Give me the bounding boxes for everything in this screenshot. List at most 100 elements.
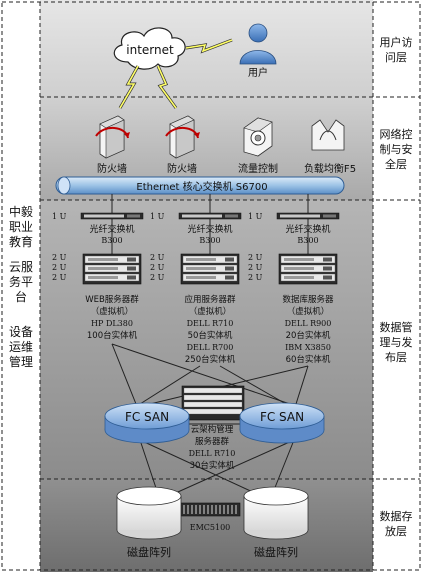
layer-net-line3: 全层 xyxy=(385,157,407,171)
app-group-labels: 应用服务器群 （虚拟机） DELL R710 50台实体机 DELL R700 … xyxy=(184,294,236,365)
left-label-line7: 设备 xyxy=(9,325,33,339)
svg-text:2 U: 2 U xyxy=(150,253,165,262)
user-icon xyxy=(239,23,277,65)
cloud-line4: 30台实体机 xyxy=(190,460,235,471)
firewall-icon xyxy=(95,115,130,159)
left-label-line2: 职业 xyxy=(9,220,33,234)
app-line4: 50台实体机 xyxy=(188,330,233,341)
db-line2: （虚拟机） xyxy=(287,306,330,317)
db-line1: 数据库服务器 xyxy=(282,294,334,305)
lb-label: 负载均衡F5 xyxy=(304,162,356,175)
layer-labels: 用户访 问层 网络控 制与安 全层 数据管 理与发 布层 数据存 放层 xyxy=(380,35,413,538)
traffic-control-icon xyxy=(243,117,273,157)
layer-data-line2: 理与发 xyxy=(380,335,413,349)
cloud-line1: 云架构管理 xyxy=(191,424,234,435)
cloud-line2: 服务器群 xyxy=(195,436,230,447)
fc-san-right xyxy=(239,402,325,444)
fiber2-u: 1 U xyxy=(150,212,165,221)
layer-user-line2: 问层 xyxy=(385,51,407,64)
core-switch xyxy=(55,176,345,195)
app-line5: DELL R700 xyxy=(187,343,234,352)
fiber3-line2: B300 xyxy=(297,236,318,245)
left-label-line5: 务平 xyxy=(9,274,33,289)
db-line6: 60台实体机 xyxy=(286,354,331,365)
svg-text:2 U: 2 U xyxy=(150,273,165,282)
bolt-links xyxy=(118,65,178,109)
san-links xyxy=(111,343,309,501)
left-label-line3: 教育 xyxy=(9,234,33,249)
fiber1-line2: B300 xyxy=(101,236,122,245)
web-line2: （虚拟机） xyxy=(91,306,134,317)
left-label-line1: 中毅 xyxy=(9,204,33,219)
fiber1-u: 1 U xyxy=(52,212,67,221)
fiber-switch-app xyxy=(178,212,242,220)
svg-text:2 U: 2 U xyxy=(150,263,165,272)
cloud-line3: DELL R710 xyxy=(189,449,236,458)
layer-store-line2: 放层 xyxy=(385,524,407,538)
app-line2: （虚拟机） xyxy=(189,306,232,317)
internet-label: internet xyxy=(126,43,174,57)
fc-san-left-label: FC SAN xyxy=(125,410,169,424)
fiber-switch-labels: 1 U 1 U 1 U 光纤交换机 B300 光纤交换机 B300 光纤交换机 … xyxy=(52,212,331,245)
left-label-line4: 云服 xyxy=(9,260,33,274)
db-line5: IBM X3850 xyxy=(285,343,331,352)
fiber3-u: 1 U xyxy=(248,212,263,221)
firewall-icon xyxy=(165,115,200,159)
layer-data-line3: 布层 xyxy=(385,351,407,364)
app-line6: 250台实体机 xyxy=(185,354,236,365)
cloud-group-labels: 云架构管理 服务器群 DELL R710 30台实体机 xyxy=(189,424,236,471)
firewall1-label: 防火墙 xyxy=(97,162,127,175)
internet-cloud-icon xyxy=(113,27,186,70)
db-line3: DELL R900 xyxy=(285,319,332,328)
fc-san-right-label: FC SAN xyxy=(260,410,304,424)
layer-user-line1: 用户访 xyxy=(380,35,413,49)
emc-storage xyxy=(179,502,241,517)
web-line1: WEB服务器群 xyxy=(85,294,139,305)
fiber-switch-web xyxy=(80,212,144,220)
svg-text:2 U: 2 U xyxy=(52,253,67,262)
cloud-server-rack xyxy=(181,385,245,421)
disk-array-left xyxy=(116,486,182,540)
left-label: 中毅 职业 教育 云服 务平 台 设备 运维 管理 xyxy=(9,204,33,369)
svg-text:2 U: 2 U xyxy=(248,273,263,282)
layer-net-line2: 制与安 xyxy=(380,142,413,156)
layer-store-line1: 数据存 xyxy=(380,509,413,523)
disk-array-right xyxy=(243,486,309,540)
db-server-rack xyxy=(278,253,338,285)
app-line3: DELL R710 xyxy=(187,319,234,328)
core-links xyxy=(111,194,309,254)
load-balancer-icon xyxy=(311,119,345,151)
svg-text:2 U: 2 U xyxy=(248,263,263,272)
db-group-labels: 数据库服务器 （虚拟机） DELL R900 20台实体机 IBM X3850 … xyxy=(282,294,334,365)
fiber3-line1: 光纤交换机 xyxy=(285,223,330,235)
app-server-rack xyxy=(180,253,240,285)
layer-net-line1: 网络控 xyxy=(380,127,413,141)
layer-data-line1: 数据管 xyxy=(380,320,413,334)
left-label-line6: 台 xyxy=(15,289,27,304)
left-label-line8: 运维 xyxy=(9,340,33,354)
web-server-rack xyxy=(82,253,142,285)
server-u-labels: 2 U 2 U 2 U 2 U 2 U 2 U 2 U 2 U 2 U xyxy=(52,253,263,282)
svg-text:2 U: 2 U xyxy=(248,253,263,262)
fiber2-line1: 光纤交换机 xyxy=(187,223,232,235)
web-group-labels: WEB服务器群 （虚拟机） HP DL380 100台实体机 xyxy=(85,294,139,341)
web-line3: HP DL380 xyxy=(91,319,133,328)
svg-text:2 U: 2 U xyxy=(52,273,67,282)
web-line4: 100台实体机 xyxy=(87,330,138,341)
fiber2-line2: B300 xyxy=(199,236,220,245)
fiber-switch-db xyxy=(276,212,340,220)
disk-right-label: 磁盘阵列 xyxy=(254,545,298,559)
firewall2-label: 防火墙 xyxy=(167,162,197,175)
disk-left-label: 磁盘阵列 xyxy=(127,545,171,559)
svg-text:2 U: 2 U xyxy=(52,263,67,272)
fc-san-left xyxy=(104,402,190,444)
db-line4: 20台实体机 xyxy=(286,330,331,341)
core-switch-label: Ethernet 核心交换机 S6700 xyxy=(136,180,267,193)
left-label-line9: 管理 xyxy=(9,354,33,369)
app-line1: 应用服务器群 xyxy=(184,294,236,305)
user-label: 用户 xyxy=(248,66,268,79)
storage-band xyxy=(40,479,373,572)
emc-label: EMC5100 xyxy=(190,523,231,532)
